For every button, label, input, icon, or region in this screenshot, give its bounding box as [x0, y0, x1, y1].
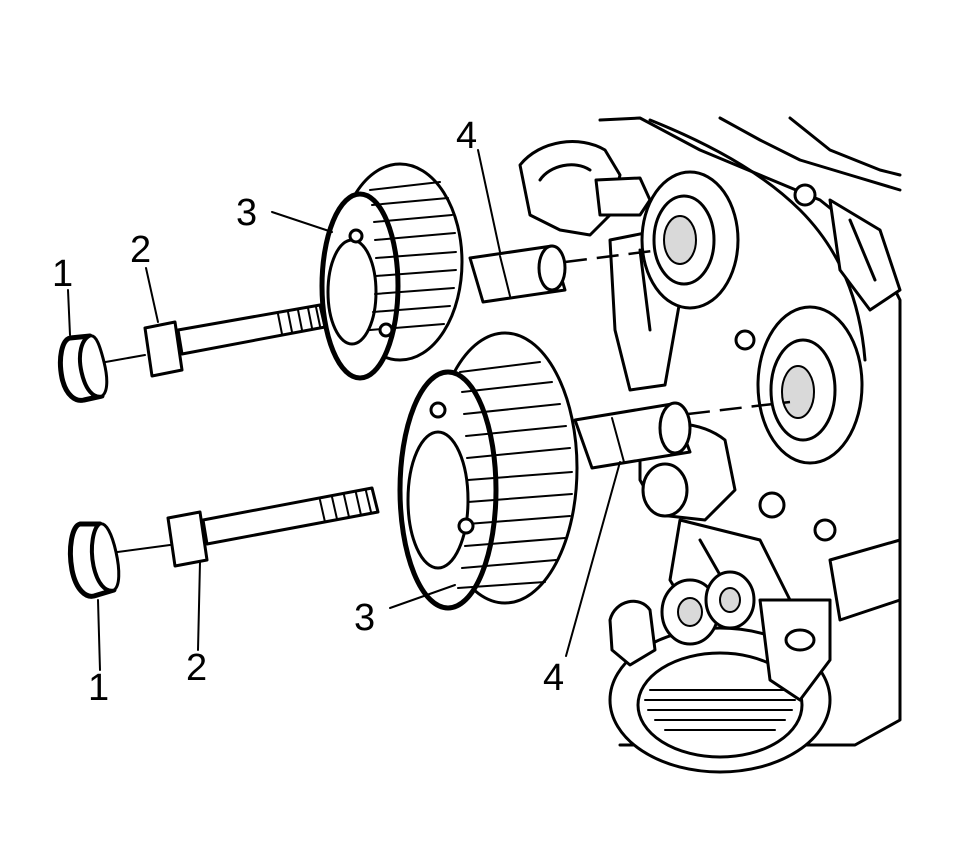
lower-camshaft-actuator: [397, 331, 579, 611]
callout-upper-3: 3: [236, 192, 257, 234]
leader-upper-4: [477, 149, 501, 253]
lower-bolt-cap: [67, 521, 121, 599]
callout-lower-2: 2: [186, 647, 207, 689]
engine-front-cover: [518, 116, 902, 774]
lower-centerline: [109, 544, 171, 554]
callout-upper-1: 1: [52, 253, 73, 295]
leader-upper-3: [271, 211, 333, 233]
callout-lower-4: 4: [543, 657, 564, 699]
upper-centerline: [99, 354, 146, 364]
callout-upper-2: 2: [130, 229, 151, 271]
upper-bolt-cap: [57, 333, 109, 403]
lower-camshaft-actuator-assembly: [67, 331, 791, 611]
upper-locating-sleeve: [468, 244, 567, 304]
leader-lower-3: [389, 584, 456, 609]
leader-upper-2: [145, 267, 159, 323]
callout-upper-4: 4: [456, 115, 477, 157]
upper-camshaft-actuator: [319, 162, 464, 381]
leader-lines: [67, 149, 621, 671]
callout-lower-1: 1: [88, 667, 109, 709]
lower-locating-sleeve: [573, 401, 692, 470]
upper-alignment-dash: [564, 248, 661, 264]
lower-actuator-bolt: [166, 486, 380, 568]
leader-lower-4: [565, 461, 621, 657]
leader-lower-2: [197, 561, 201, 651]
leader-upper-1: [67, 289, 71, 336]
lower-alignment-dash: [687, 400, 791, 416]
leader-lower-1: [97, 599, 101, 671]
callout-labels: 1 2 3 4 1 2 3 4: [52, 115, 564, 709]
upper-camshaft-actuator-assembly: [57, 162, 661, 403]
callout-lower-3: 3: [354, 597, 375, 639]
upper-actuator-bolt: [143, 303, 327, 378]
